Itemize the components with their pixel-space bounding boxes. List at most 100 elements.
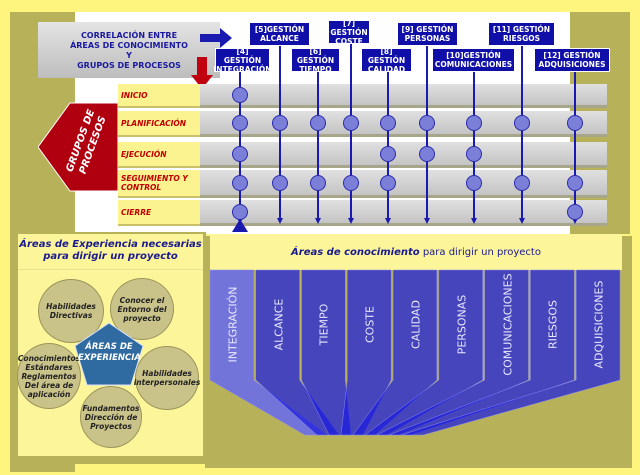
header-name: ALCANCE — [260, 34, 299, 43]
knowledge-area-label: PERSONAS — [455, 294, 469, 355]
arrow-down-icon — [315, 218, 321, 224]
correlation-dot — [466, 146, 482, 162]
header-name: CALIDAD — [367, 64, 406, 74]
correlation-dot — [272, 115, 288, 131]
header-name: RIESGOS — [502, 34, 541, 43]
knowledge-area-label: ALCANCE — [272, 298, 286, 351]
header-id: [4] GESTIÓN — [223, 46, 262, 65]
header-id: [6] GESTIÓN — [296, 46, 335, 65]
circle-fundamentos: Fundamentos Dirección de Proyectos — [80, 386, 142, 448]
knowledge-panel: Áreas de conocimiento para dirigir un pr… — [210, 234, 622, 270]
correlation-dot — [232, 146, 248, 162]
correlation-dot — [380, 115, 396, 131]
arrow-down-icon — [519, 218, 525, 224]
process-group-label: EJECUCIÓN — [118, 142, 200, 168]
header-name: INTEGRACIÓN — [213, 64, 272, 74]
area-connector-line — [574, 72, 576, 222]
area-connector-line — [426, 44, 428, 222]
circle-entorno: Conocer el Entorno del proyecto — [110, 278, 174, 340]
matrix-row-bg — [200, 170, 607, 198]
circle-conocimientos: Conocimientos Estándares Reglamentos Del… — [17, 343, 81, 409]
area-connector-line — [317, 72, 319, 222]
knowledge-area-label: RIESGOS — [546, 300, 560, 349]
areas-experiencia-label: ÁREAS DE EXPERIENCIA — [78, 342, 142, 363]
correlation-dot — [380, 146, 396, 162]
header-id: [11] GESTIÓN — [492, 25, 551, 34]
knowledge-title-bold: Áreas de conocimiento — [291, 246, 420, 258]
arrow-up-icon — [232, 219, 248, 232]
correlation-dot — [567, 175, 583, 191]
experience-title: Áreas de Experiencia necesarias para dir… — [18, 234, 203, 270]
header-name: TIEMPO — [299, 64, 332, 74]
knowledge-area-label: COMUNICACIONES — [501, 273, 515, 376]
correlation-dot — [232, 175, 248, 191]
correlation-dot — [514, 175, 530, 191]
knowledge-area-label: COSTE — [363, 306, 377, 343]
knowledge-title-rest: para dirigir un proyecto — [419, 246, 541, 258]
arrow-down-icon — [424, 218, 430, 224]
title-line: Y — [126, 51, 132, 60]
title-box: CORRELACIÓN ENTRE ÁREAS DE CONOCIMIENTO … — [38, 22, 220, 78]
correlation-dot — [466, 175, 482, 191]
header-id: [12] GESTIÓN — [543, 51, 601, 60]
header-name: COMUNICACIONES — [434, 60, 513, 69]
header-id: [8] GESTIÓN — [367, 46, 406, 65]
knowledge-area-block — [400, 269, 621, 436]
matrix-row-bg — [200, 142, 607, 168]
matrix-row-bg — [200, 84, 607, 108]
area-connector-line — [350, 44, 352, 222]
title-line: ÁREAS DE CONOCIMIENTO — [70, 41, 188, 50]
knowledge-area-label: TIEMPO — [317, 303, 331, 346]
correlation-dot — [466, 115, 482, 131]
correlation-dot — [567, 204, 583, 220]
arrow-down-icon — [277, 218, 283, 224]
title-line: CORRELACIÓN ENTRE — [80, 31, 178, 40]
knowledge-area-label: ADQUISICIONES — [592, 280, 606, 369]
experience-title-line: para dirigir un proyecto — [43, 251, 178, 262]
correlation-dot — [272, 175, 288, 191]
process-group-label: SEGUIMIENTO Y CONTROL — [118, 170, 200, 198]
process-group-label: INICIO — [118, 84, 200, 108]
header-name: PERSONAS — [404, 34, 451, 43]
arrow-down-icon — [385, 218, 391, 224]
areas-experiencia-pentagon — [74, 322, 144, 386]
correlation-dot — [310, 115, 326, 131]
arrow-right-icon — [200, 28, 232, 48]
arrow-down-icon — [471, 218, 477, 224]
arrow-down-icon — [348, 218, 354, 224]
header-id: [9] GESTIÓN — [401, 25, 454, 34]
area-connector-line — [521, 44, 523, 222]
correlation-dot — [419, 115, 435, 131]
header-name: COSTE — [335, 36, 363, 46]
correlation-dot — [567, 115, 583, 131]
circle-interpersonales: Habilidades interpersonales — [134, 346, 200, 410]
area-connector-line — [279, 44, 281, 222]
matrix-row-bg — [200, 111, 607, 137]
correlation-dot — [343, 175, 359, 191]
correlation-dot — [419, 146, 435, 162]
correlation-dot — [232, 87, 248, 103]
title-line: GRUPOS DE PROCESOS — [77, 61, 181, 70]
knowledge-area-label: CALIDAD — [409, 300, 423, 349]
header-id: [5]GESTIÓN — [254, 25, 305, 34]
correlation-dot — [514, 115, 530, 131]
matrix-row-bg — [200, 200, 607, 226]
header-id: [10]GESTIÓN — [446, 51, 501, 60]
process-group-label: PLANIFICACIÓN — [118, 111, 200, 137]
correlation-dot — [232, 115, 248, 131]
arrow-down-icon — [191, 57, 213, 89]
knowledge-area-label: INTEGRACIÓN — [226, 286, 240, 363]
correlation-dot — [380, 175, 396, 191]
header-id: [7] GESTIÓN — [330, 18, 368, 37]
header-name: ADQUISICIONES — [538, 60, 606, 69]
experience-title-line: Áreas de Experiencia necesarias — [19, 239, 202, 250]
circle-habilidades-directivas: Habilidades Directivas — [38, 279, 104, 343]
